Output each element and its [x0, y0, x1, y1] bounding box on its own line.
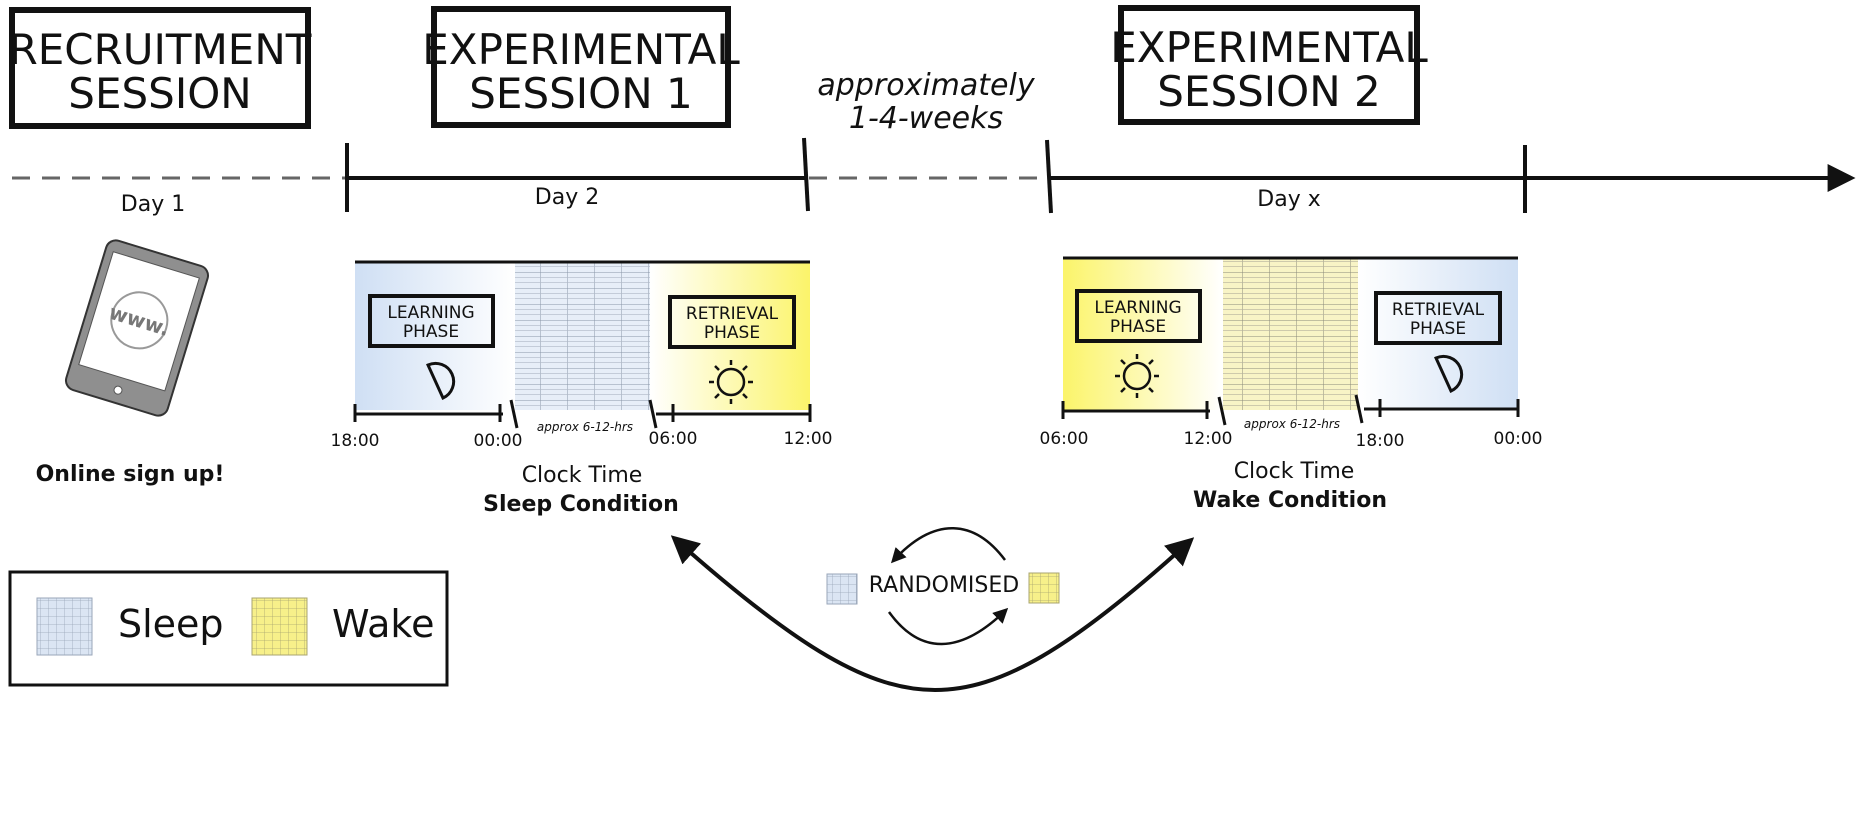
sleep-night-grid [515, 262, 650, 410]
sleep-condition-panel: LEARNING PHASE RETRIEVAL PHASE 18:00 00:… [331, 260, 833, 517]
sleep-tick-1: 00:00 [474, 431, 523, 451]
interval-line1: approximately [817, 68, 1035, 103]
sleep-condition-label: Sleep Condition [483, 492, 679, 517]
legend: Sleep Wake [8, 570, 449, 687]
wake-learning-line1: LEARNING [1094, 298, 1181, 318]
wake-learning-background [1063, 258, 1223, 410]
recruitment-session-box: RECRUITMENT SESSION [9, 7, 312, 129]
timeline-tick-dayx-start [1045, 139, 1053, 214]
wake-tick-2: 18:00 [1356, 431, 1405, 451]
sleep-clock-time-label: Clock Time [522, 463, 643, 488]
wake-condition-label: Wake Condition [1193, 488, 1387, 513]
legend-wake-label: Wake [332, 602, 434, 646]
wake-tick-0: 06:00 [1040, 429, 1089, 449]
day1-label: Day 1 [121, 192, 185, 217]
legend-sleep-label: Sleep [118, 602, 224, 646]
wake-swatch-small [1028, 572, 1060, 604]
wake-retrieval-line2: PHASE [1410, 319, 1466, 339]
sleep-retrieval-line1: RETRIEVAL [686, 304, 779, 324]
timeline-tick-day2-end [802, 137, 810, 212]
sleep-approx-label: approx 6-12-hrs [537, 420, 633, 434]
interval-line2: 1-4-weeks [849, 101, 1003, 136]
timeline [12, 137, 1856, 214]
sun-icon [1115, 354, 1159, 398]
randomised-label: RANDOMISED [869, 573, 1019, 598]
wake-retrieval-line1: RETRIEVAL [1392, 300, 1485, 320]
wake-tick-3: 00:00 [1494, 429, 1543, 449]
experimental2-title-line1: EXPERIMENTAL [1110, 23, 1428, 72]
recruitment-title-line2: SESSION [68, 69, 251, 118]
wake-clock-time-label: Clock Time [1234, 459, 1355, 484]
wake-learning-phase-box [1075, 289, 1202, 343]
moon-icon [426, 361, 456, 400]
sleep-retrieval-line2: PHASE [704, 323, 760, 343]
wake-retrieval-background [1358, 258, 1518, 410]
cycle-arrow-top [890, 527, 1006, 564]
legend-wake-swatch [251, 597, 308, 656]
sleep-retrieval-background [650, 262, 810, 410]
cycle-arrow-bottom [887, 607, 1009, 646]
sleep-learning-background [355, 262, 515, 410]
sleep-tick-2: 06:00 [649, 429, 698, 449]
wake-condition-panel: LEARNING PHASE RETRIEVAL PHASE 06:00 12:… [1040, 256, 1543, 513]
tablet-icon: www. [64, 239, 210, 417]
legend-sleep-swatch [36, 597, 93, 656]
dayx-label: Day x [1257, 187, 1320, 212]
moon-icon [1434, 354, 1464, 393]
experimental1-title-line2: SESSION 1 [469, 69, 692, 118]
experimental2-title-line2: SESSION 2 [1157, 67, 1380, 116]
wake-retrieval-phase-box [1374, 291, 1502, 345]
sleep-swatch-small [826, 573, 858, 605]
randomised-group: RANDOMISED [826, 527, 1060, 646]
sleep-learning-phase-box [368, 294, 495, 348]
sleep-tick-0: 18:00 [331, 431, 380, 451]
sleep-learning-line2: PHASE [403, 322, 459, 342]
wake-tick-1: 12:00 [1184, 429, 1233, 449]
wake-approx-label: approx 6-12-hrs [1244, 417, 1340, 431]
sleep-retrieval-phase-box [668, 295, 796, 349]
sun-icon [709, 360, 753, 404]
experimental1-title-line1: EXPERIMENTAL [422, 25, 740, 74]
experimental-session-1-box: EXPERIMENTAL SESSION 1 [422, 6, 740, 128]
sleep-tick-3: 12:00 [784, 429, 833, 449]
wake-learning-line2: PHASE [1110, 317, 1166, 337]
experimental-session-2-box: EXPERIMENTAL SESSION 2 [1110, 5, 1428, 125]
online-signup-label: Online sign up! [36, 462, 225, 487]
wake-day-grid [1223, 258, 1358, 410]
sleep-learning-line1: LEARNING [387, 303, 474, 323]
recruitment-title-line1: RECRUITMENT [9, 25, 312, 74]
day2-label: Day 2 [535, 185, 599, 210]
condition-link-arrow [670, 535, 1195, 693]
